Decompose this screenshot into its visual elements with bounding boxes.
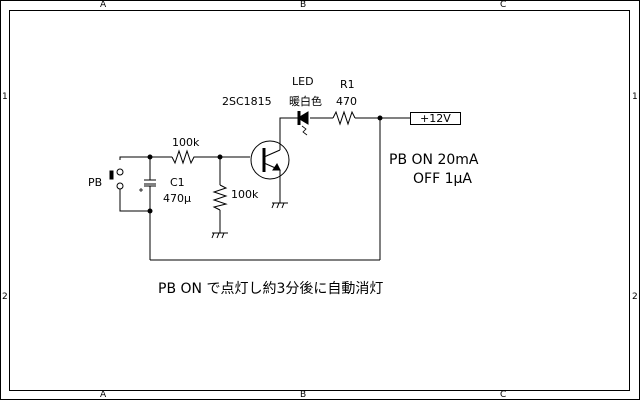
c1-value: 470µ [163, 192, 191, 205]
current-on-note: PB ON 20mA [389, 152, 479, 168]
resistor-r1-symbol [332, 110, 356, 126]
grid-col-c-bottom: C [500, 390, 507, 400]
resistor-shunt-value: 100k [231, 188, 259, 201]
led-name: LED [292, 75, 314, 88]
led-symbol [297, 111, 309, 136]
supply-terminal-box [410, 112, 461, 125]
resistor-series-value: 100k [172, 136, 200, 149]
r1-name: R1 [340, 78, 355, 91]
capacitor-symbol [139, 179, 156, 192]
grid-col-c-top: C [500, 0, 507, 10]
transistor-name: 2SC1815 [222, 95, 272, 108]
grid-col-a-top: A [100, 0, 107, 10]
grid-row-2-left: 2 [2, 292, 8, 302]
resistor-shunt-symbol [212, 184, 228, 211]
description-note: PB ON で点灯し約3分後に自動消灯 [158, 281, 384, 297]
ground-symbols [211, 202, 288, 239]
current-off-note: OFF 1µA [413, 171, 472, 187]
r1-value: 470 [336, 95, 357, 108]
grid-row-1-right: 1 [632, 92, 638, 102]
grid-col-a-bottom: A [100, 390, 107, 400]
wires [119, 117, 410, 261]
grid-row-1-left: 1 [2, 92, 8, 102]
transistor-symbol [250, 140, 290, 180]
led-color: 暖白色 [289, 95, 322, 108]
grid-row-2-right: 2 [632, 292, 638, 302]
supply-label: +12V [420, 112, 451, 125]
push-button-symbol [109, 168, 124, 190]
grid-col-b-top: B [300, 0, 307, 10]
inner-frame [9, 10, 630, 391]
resistor-series-symbol [171, 149, 196, 165]
c1-name: C1 [170, 176, 185, 189]
pb-label: PB [88, 176, 103, 189]
junction-dots [147, 115, 383, 214]
grid-col-b-bottom: B [300, 390, 307, 400]
